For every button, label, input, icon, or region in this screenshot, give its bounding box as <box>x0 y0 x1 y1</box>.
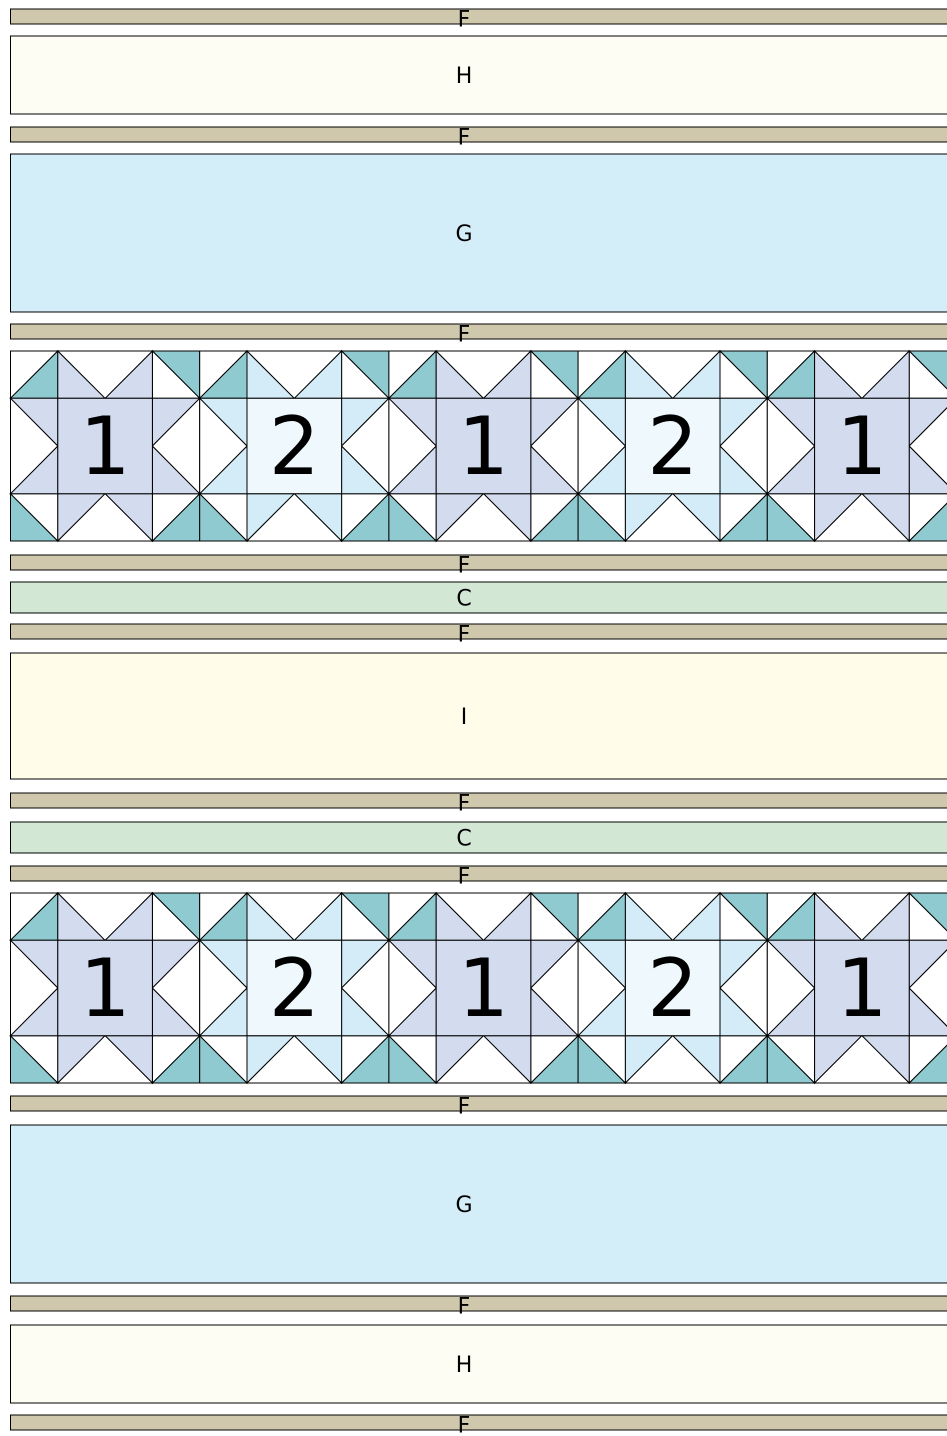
strip-f-9-label: F <box>458 1295 471 1320</box>
block-number-label: 2 <box>269 942 320 1035</box>
strip-f-10: F <box>11 1414 947 1436</box>
block-number-label: 1 <box>458 400 509 493</box>
strip-g-1: G <box>11 154 947 312</box>
strip-f-6-label: F <box>458 792 471 817</box>
block-number-label: 1 <box>836 942 887 1035</box>
strip-f-3: F <box>11 323 947 348</box>
strip-f-9: F <box>11 1295 947 1320</box>
star-block-1: 1 <box>11 893 200 1083</box>
strip-g-2: G <box>11 1125 947 1283</box>
strip-f-4-fabric <box>11 555 947 570</box>
strip-c-1: C <box>11 582 947 613</box>
strip-i-1-label: I <box>461 705 468 730</box>
strip-h-1: H <box>11 36 947 114</box>
strip-f-6-fabric <box>11 793 947 808</box>
strip-f-2-fabric <box>11 127 947 142</box>
strip-f-1: F <box>11 8 947 33</box>
star-block-5: 1 <box>767 893 947 1083</box>
strip-c-2-fabric <box>11 822 947 853</box>
star-block-2: 2 <box>200 893 389 1083</box>
strip-g-1-label: G <box>455 222 472 247</box>
strip-f-8: F <box>11 1095 947 1120</box>
strip-f-9-fabric <box>11 1296 947 1311</box>
strip-i-1: I <box>11 653 947 779</box>
strip-h-1-fabric <box>11 36 947 114</box>
strip-f-1-fabric <box>11 9 947 24</box>
strip-c-2-label: C <box>456 827 471 852</box>
star-block-1: 1 <box>11 351 200 541</box>
block-number-label: 2 <box>647 400 698 493</box>
strip-f-3-label: F <box>458 323 471 348</box>
strip-g-2-fabric <box>11 1125 947 1283</box>
strip-f-1-label: F <box>458 8 471 33</box>
star-block-3: 1 <box>389 351 578 541</box>
block-number-label: 1 <box>458 942 509 1035</box>
strip-g-1-fabric <box>11 154 947 312</box>
strip-f-2-label: F <box>458 126 471 151</box>
strip-h-1-label: H <box>456 64 473 89</box>
strip-f-10-fabric <box>11 1415 947 1430</box>
block-number-label: 2 <box>269 400 320 493</box>
strip-h-2: H <box>11 1325 947 1403</box>
strip-f-7-fabric <box>11 866 947 881</box>
strip-f-10-label: F <box>458 1414 471 1436</box>
block-number-label: 2 <box>647 942 698 1035</box>
strip-f-5-label: F <box>458 623 471 648</box>
block-number-label: 1 <box>80 942 131 1035</box>
strip-f-4: F <box>11 554 947 579</box>
star-block-2: 2 <box>200 351 389 541</box>
strip-c-1-fabric <box>11 582 947 613</box>
strip-f-5-fabric <box>11 624 947 639</box>
strip-h-2-label: H <box>456 1353 473 1378</box>
star-block-4: 2 <box>578 351 767 541</box>
strip-f-8-label: F <box>458 1095 471 1120</box>
strip-i-1-fabric <box>11 653 947 779</box>
strip-c-2: C <box>11 822 947 853</box>
strip-f-5: F <box>11 623 947 648</box>
strip-g-2-label: G <box>455 1193 472 1218</box>
strip-f-4-label: F <box>458 554 471 579</box>
strip-f-8-fabric <box>11 1096 947 1111</box>
strip-f-2: F <box>11 126 947 151</box>
strip-f-7: F <box>11 865 947 890</box>
strip-f-6: F <box>11 792 947 817</box>
strip-c-1-label: C <box>456 587 471 612</box>
strip-f-7-label: F <box>458 865 471 890</box>
star-block-4: 2 <box>578 893 767 1083</box>
star-row-2: 1 2 1 2 1 <box>11 893 947 1083</box>
star-row-1: 1 2 1 2 1 <box>11 351 947 541</box>
block-number-label: 1 <box>836 400 887 493</box>
block-number-label: 1 <box>80 400 131 493</box>
star-block-5: 1 <box>767 351 947 541</box>
star-block-3: 1 <box>389 893 578 1083</box>
strip-f-3-fabric <box>11 324 947 339</box>
strip-h-2-fabric <box>11 1325 947 1403</box>
